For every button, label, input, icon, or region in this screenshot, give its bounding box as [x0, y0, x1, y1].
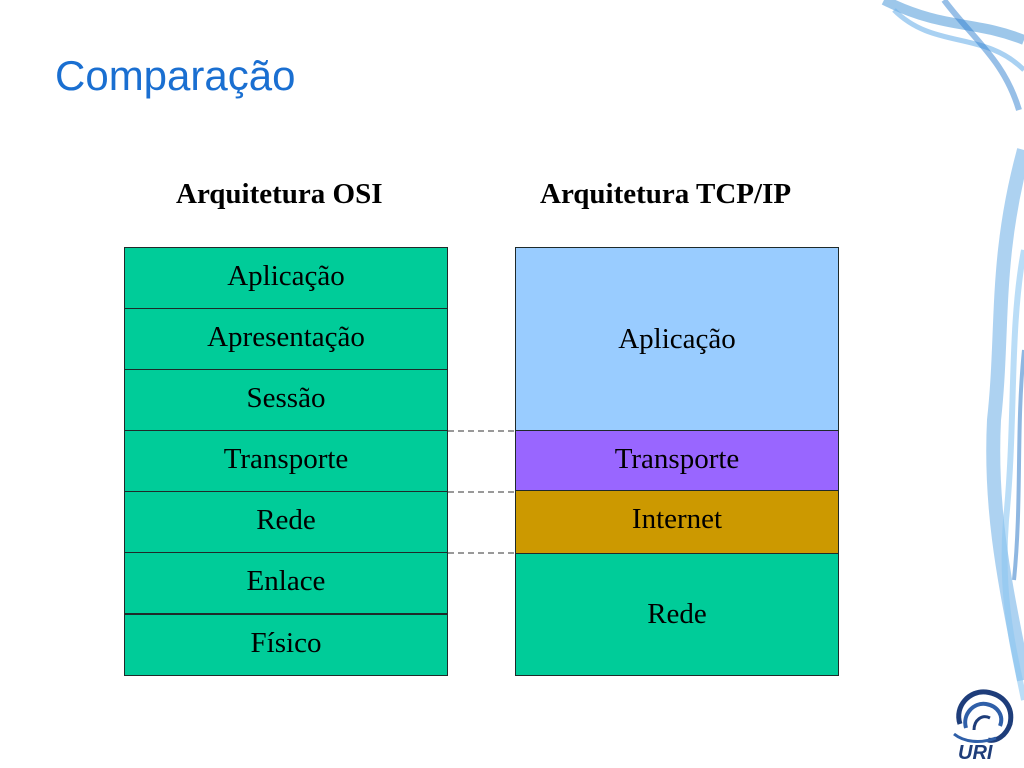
tcpip-layer-rede: Rede	[515, 553, 839, 676]
osi-layer-label: Rede	[256, 504, 316, 536]
smoke-decoration	[881, 0, 1024, 701]
layer-connectors	[448, 430, 515, 554]
tcpip-layer-transporte: Transporte	[515, 430, 839, 491]
tcpip-layer-label: Rede	[647, 598, 707, 630]
osi-layer-aplicacao: Aplicação	[124, 247, 448, 309]
osi-layer-enlace: Enlace	[124, 552, 448, 614]
tcpip-layer-label: Transporte	[614, 443, 740, 475]
tcpip-heading: Arquitetura TCP/IP	[540, 178, 792, 210]
osi-layer-label: Enlace	[246, 565, 326, 597]
osi-layer-label: Sessão	[246, 382, 326, 414]
tcpip-layer-label: Aplicação	[618, 322, 736, 355]
osi-layer-label: Físico	[250, 627, 322, 659]
tcpip-layer-internet: Internet	[515, 490, 839, 554]
osi-layer-rede: Rede	[124, 491, 448, 553]
osi-layer-apresentacao: Apresentação	[124, 308, 448, 370]
osi-layer-label: Apresentação	[207, 321, 365, 353]
logo-text: URI	[958, 742, 993, 764]
osi-heading: Arquitetura OSI	[176, 178, 383, 210]
osi-layer-fisico: Físico	[124, 614, 448, 676]
tcpip-layer-label: Internet	[631, 503, 723, 535]
osi-layer-label: Transporte	[223, 443, 349, 475]
osi-layer-label: Aplicação	[227, 260, 345, 292]
page-title: Comparação	[55, 52, 296, 99]
uri-logo-icon	[953, 689, 1014, 743]
osi-layer-sessao: Sessão	[124, 369, 448, 431]
tcpip-layer-aplicacao: Aplicação	[515, 247, 839, 431]
osi-layer-transporte: Transporte	[124, 430, 448, 492]
